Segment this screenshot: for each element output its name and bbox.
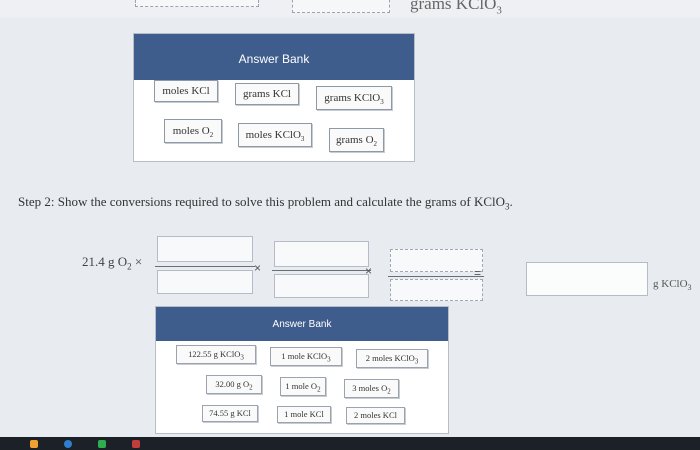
fraction-bar-3 <box>388 276 484 277</box>
previous-unit-label: grams KClO3 <box>410 0 502 17</box>
app-icon[interactable] <box>98 440 106 448</box>
tile-grams-kclo3[interactable]: grams KClO3 <box>316 86 392 110</box>
tile-32-00-g-o2[interactable]: 32.00 g O2 <box>206 375 262 394</box>
tile-2-moles-kcl[interactable]: 2 moles KCl <box>346 407 405 424</box>
multiply-sign: × <box>365 264 373 278</box>
folder-icon[interactable] <box>30 440 38 448</box>
tile-2-moles-kclo3[interactable]: 2 moles KClO3 <box>356 349 428 368</box>
tile-3-moles-o2[interactable]: 3 moles O2 <box>344 379 399 398</box>
tile-moles-kcl[interactable]: moles KCl <box>154 80 218 102</box>
numerator-slot-2[interactable] <box>274 241 369 267</box>
result-unit-label: g KClO3 <box>653 278 692 293</box>
tile-122-55-g-kclo3[interactable]: 122.55 g KClO3 <box>176 345 256 364</box>
tile-grams-kcl[interactable]: grams KCl <box>235 83 299 105</box>
given-quantity: 21.4 g O2 × <box>82 254 143 272</box>
taskbar <box>0 437 700 450</box>
multiply-sign: × <box>254 261 262 275</box>
tile-1-mole-o2[interactable]: 1 mole O2 <box>280 377 326 396</box>
answer-input-box[interactable] <box>526 262 648 296</box>
previous-answer-slot[interactable] <box>135 0 259 7</box>
tile-74-55-g-kcl[interactable]: 74.55 g KCl <box>202 405 258 422</box>
tile-moles-o2[interactable]: moles O2 <box>164 119 222 143</box>
tile-grams-o2[interactable]: grams O2 <box>329 128 384 152</box>
denominator-slot-3[interactable] <box>390 279 483 301</box>
browser-icon[interactable] <box>64 440 72 448</box>
fraction-bar-2 <box>272 270 371 271</box>
fraction-bar-1 <box>155 266 255 267</box>
tile-moles-kclo3[interactable]: moles KClO3 <box>238 123 312 147</box>
answer-bank-conversions: Answer Bank 122.55 g KClO3 1 mole KClO3 … <box>155 306 449 434</box>
denominator-slot-2[interactable] <box>274 274 369 298</box>
denominator-slot-1[interactable] <box>157 270 253 294</box>
answer-bank-header: Answer Bank <box>156 307 448 341</box>
tile-1-mole-kclo3[interactable]: 1 mole KClO3 <box>270 347 342 366</box>
answer-bank-units: Answer Bank moles KCl grams KCl grams KC… <box>133 33 415 162</box>
answer-bank-header: Answer Bank <box>134 34 414 80</box>
numerator-slot-1[interactable] <box>157 236 253 262</box>
tile-1-mole-kcl[interactable]: 1 mole KCl <box>277 406 331 423</box>
app-icon[interactable] <box>132 440 140 448</box>
equals-sign: = <box>474 266 482 280</box>
previous-answer-slot[interactable] <box>292 0 390 13</box>
numerator-slot-3[interactable] <box>390 249 483 272</box>
step-2-instructions: Step 2: Show the conversions required to… <box>18 194 513 212</box>
